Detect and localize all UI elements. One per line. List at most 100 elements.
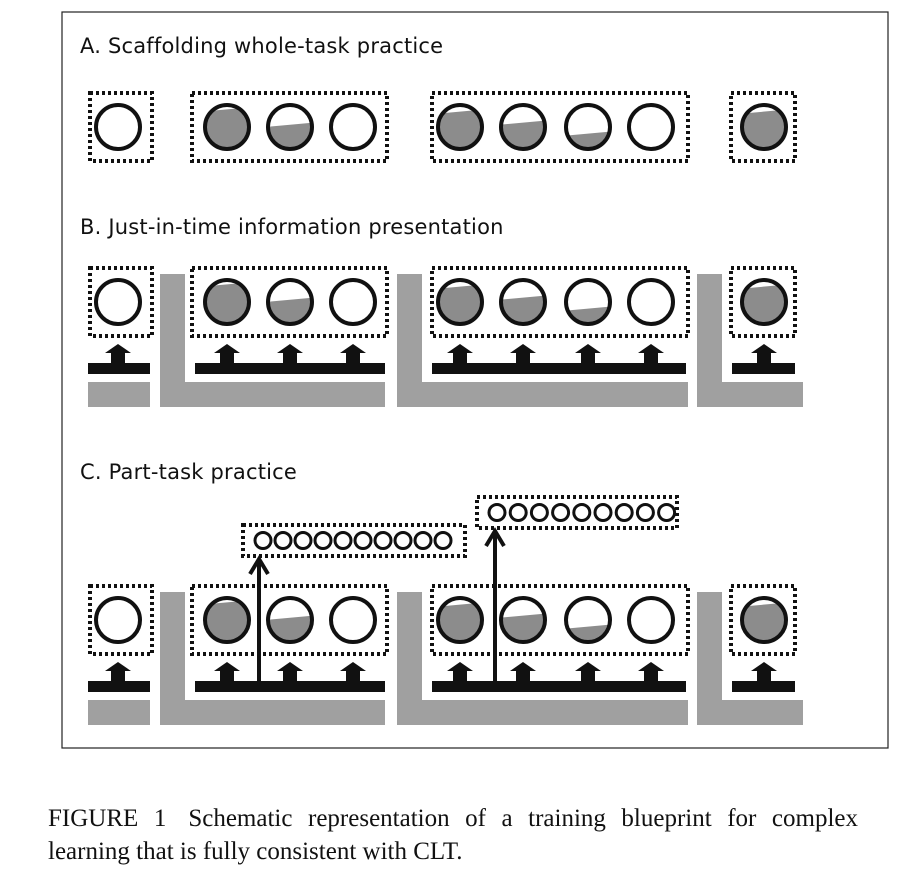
learning-task xyxy=(329,103,377,151)
procedural-info-block xyxy=(160,592,385,725)
circle-outline xyxy=(564,278,612,326)
up-arrow-icon xyxy=(340,344,366,364)
circle-outline xyxy=(740,278,788,326)
circle-outline xyxy=(627,596,675,644)
circle-outline xyxy=(413,531,433,550)
task-class-box xyxy=(88,266,154,338)
learning-task xyxy=(266,103,314,151)
circle-outline xyxy=(433,531,453,550)
up-arrow-icon xyxy=(638,344,664,364)
part-task-item xyxy=(333,531,353,550)
fill-level xyxy=(742,602,786,642)
task-class-box xyxy=(190,584,389,656)
circle-outline xyxy=(436,596,484,644)
learning-task xyxy=(564,596,612,644)
circle-outline xyxy=(593,503,613,522)
learning-task xyxy=(329,278,377,326)
task-class-box xyxy=(430,584,690,656)
procedural-info-block xyxy=(697,274,803,407)
part-task-box xyxy=(241,523,467,558)
circle-outline xyxy=(740,596,788,644)
fill-level xyxy=(268,615,312,642)
supportive-info-bar xyxy=(88,363,150,374)
up-arrow-icon xyxy=(751,344,777,364)
fill-level xyxy=(438,284,482,324)
part-task-item xyxy=(657,503,677,522)
part-task-item xyxy=(635,503,655,522)
circle-outline xyxy=(564,103,612,151)
procedural-info-block xyxy=(88,382,150,407)
figure-frame xyxy=(61,11,889,749)
circle-outline xyxy=(393,531,413,550)
part-task-item xyxy=(373,531,393,550)
procedural-info-block xyxy=(397,274,688,407)
up-arrow-icon xyxy=(575,662,601,682)
part-task-box xyxy=(475,495,679,530)
circle-outline xyxy=(499,596,547,644)
learning-task xyxy=(627,103,675,151)
circle-outline xyxy=(293,531,313,550)
circle-outline xyxy=(313,531,333,550)
task-class-box xyxy=(729,584,797,656)
part-task-item xyxy=(273,531,293,550)
learning-task xyxy=(740,103,788,151)
task-class-box xyxy=(729,91,797,163)
circle-outline xyxy=(203,278,251,326)
part-task-item xyxy=(551,503,571,522)
up-arrow-icon xyxy=(638,662,664,682)
learning-task xyxy=(436,103,484,151)
part-task-item xyxy=(353,531,373,550)
circle-outline xyxy=(508,503,528,522)
learning-task xyxy=(203,596,251,644)
supportive-info-bar xyxy=(732,363,795,374)
up-arrow-icon xyxy=(277,662,303,682)
fill-level xyxy=(501,120,545,149)
part-task-item xyxy=(253,531,273,550)
caption-text: Schematic representation of a training b… xyxy=(48,805,858,865)
circle-outline xyxy=(203,596,251,644)
part-task-item xyxy=(614,503,634,522)
circle-outline xyxy=(94,103,142,151)
circle-outline xyxy=(266,103,314,151)
circle-outline xyxy=(203,103,251,151)
supportive-info-bar xyxy=(732,681,795,692)
task-class-box xyxy=(430,91,690,163)
learning-task xyxy=(436,278,484,326)
part-task-item xyxy=(487,503,507,522)
fill-level xyxy=(742,284,786,324)
fill-level xyxy=(205,107,249,149)
circle-outline xyxy=(614,503,634,522)
task-class-box xyxy=(88,584,154,656)
up-arrow-icon xyxy=(340,662,366,682)
learning-task xyxy=(627,278,675,326)
supportive-info-bar xyxy=(432,363,686,374)
fill-level xyxy=(438,109,482,149)
part-task-item xyxy=(393,531,413,550)
learning-task xyxy=(266,596,314,644)
up-arrow-icon xyxy=(214,662,240,682)
supportive-info-bar xyxy=(195,681,385,692)
procedural-info-block xyxy=(397,592,688,725)
fill-level xyxy=(205,600,249,642)
fill-level xyxy=(501,295,545,324)
circle-outline xyxy=(529,503,549,522)
circle-outline xyxy=(564,596,612,644)
circle-outline xyxy=(627,278,675,326)
fill-level xyxy=(268,297,312,324)
up-arrow-icon xyxy=(751,662,777,682)
task-class-box xyxy=(88,91,154,163)
circle-outline xyxy=(627,103,675,151)
learning-task xyxy=(329,596,377,644)
circle-outline xyxy=(499,278,547,326)
learning-task xyxy=(203,278,251,326)
learning-task xyxy=(436,596,484,644)
panel-c-label: C. Part-task practice xyxy=(80,460,298,484)
up-arrow-icon xyxy=(447,344,473,364)
circle-outline xyxy=(333,531,353,550)
part-task-item xyxy=(433,531,453,550)
circle-outline xyxy=(94,278,142,326)
up-arrow-icon xyxy=(510,662,536,682)
fill-level xyxy=(742,109,786,149)
